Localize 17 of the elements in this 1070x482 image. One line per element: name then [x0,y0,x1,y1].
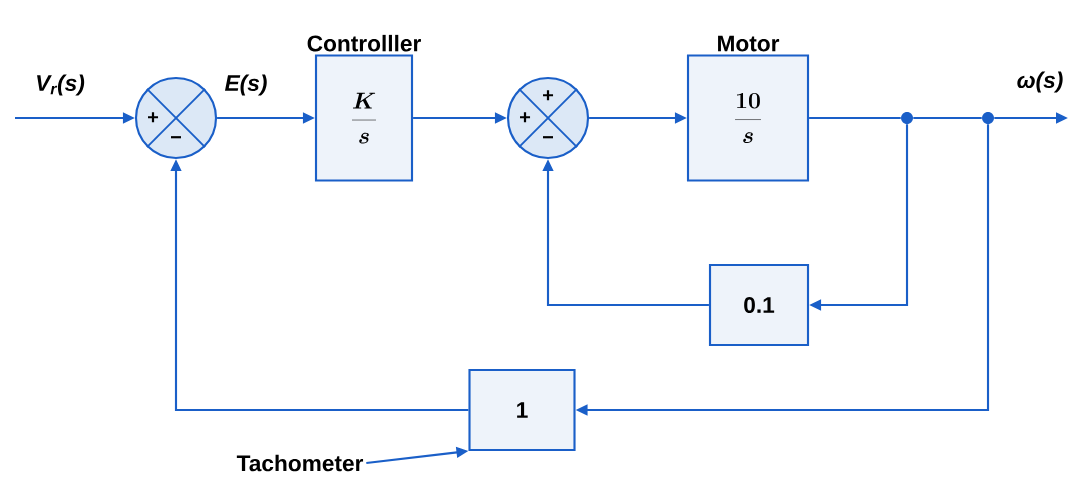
sign-label: + [520,112,531,123]
sign-label: + [148,112,159,123]
signal-line [809,116,901,120]
sign-label: − [171,136,181,139]
component-label: Tachometer [236,454,364,472]
signal-label: V$_{r}$(s) [37,74,85,96]
sign-label: + [543,90,554,101]
transfer-function-box: $\frac{K}{s}$ [314,54,414,182]
signal-line [913,116,982,120]
signal-label: E(s) [225,74,267,96]
transfer-function-box: 0.1 [708,263,810,347]
block-label: Motor [718,35,780,52]
signal-label: ω(s) [1017,71,1063,93]
transfer-function-box: $\frac{10}{s}$ [686,54,810,182]
block-label: Controlller [307,34,421,52]
sign-label: − [543,136,553,139]
transfer-function-box: 1 [468,368,576,452]
